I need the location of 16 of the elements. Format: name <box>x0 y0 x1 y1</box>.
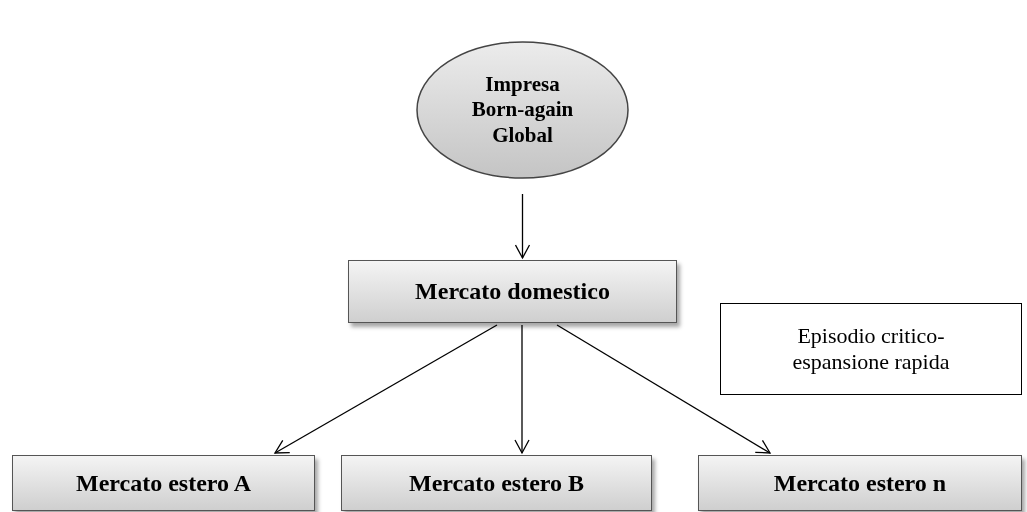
note-box <box>720 303 1022 395</box>
process-box <box>341 455 652 511</box>
arrow <box>274 324 498 454</box>
arrow <box>556 324 771 454</box>
node-label: Mercato estero A <box>76 468 251 498</box>
ellipse-node <box>415 40 630 180</box>
node-label: Mercato domestico <box>415 277 610 306</box>
process-box <box>12 455 315 511</box>
node-label: Impresa Born-again Global <box>470 72 575 148</box>
node-label: Mercato estero B <box>409 468 584 498</box>
arrow <box>514 324 530 454</box>
process-box <box>698 455 1022 511</box>
node-label: Episodio critico-espansione rapida <box>791 322 951 376</box>
arrow <box>514 193 531 259</box>
node-label: Mercato estero n <box>773 468 947 498</box>
process-box <box>348 260 677 323</box>
